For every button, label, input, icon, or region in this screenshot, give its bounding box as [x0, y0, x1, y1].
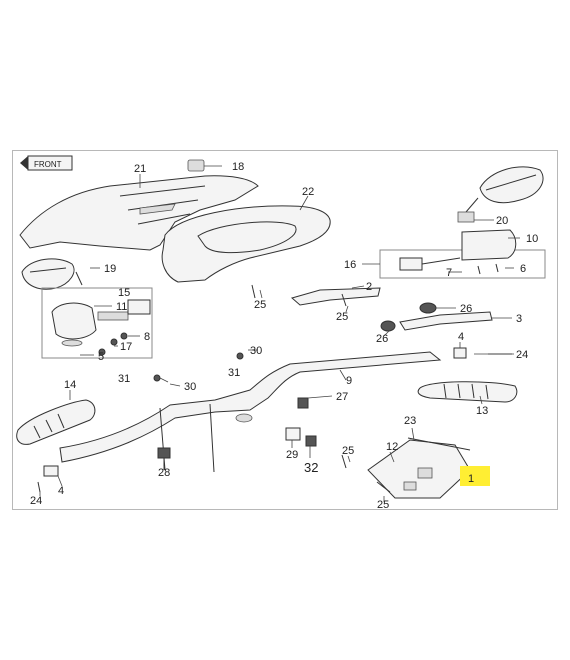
callout-25c: 25: [342, 445, 354, 457]
callout-28: 28: [158, 467, 170, 479]
callouts: 21 18 22 19 20 10 16 7 6 15 11 8 17 5 25…: [30, 161, 538, 511]
callout-20: 20: [496, 215, 508, 227]
callout-26: 26: [460, 303, 472, 315]
part-left-mirror: [21, 258, 83, 290]
callout-13: 13: [476, 405, 488, 417]
callout-9: 9: [346, 375, 352, 387]
callout-12: 12: [386, 441, 398, 453]
callout-30b: 30: [184, 381, 196, 393]
part-mount-bracket: [367, 437, 471, 499]
callout-5: 5: [98, 351, 104, 363]
part-handlebar-cover: [161, 205, 331, 283]
callout-10: 10: [526, 233, 538, 245]
part-brackets: [290, 287, 493, 332]
callout-11: 11: [116, 301, 127, 313]
hardware-bolts: [37, 263, 512, 493]
callout-29: 29: [286, 449, 298, 461]
front-arrow: FRONT: [20, 155, 73, 171]
callout-30a: 30: [250, 345, 262, 357]
callout-4a: 4: [458, 331, 464, 343]
callout-25b: 25: [336, 311, 348, 323]
callout-17: 17: [120, 341, 132, 353]
callout-7: 7: [446, 267, 452, 279]
callout-16: 16: [344, 259, 356, 271]
callout-2: 2: [366, 281, 372, 293]
part-right-mirror: [457, 166, 544, 223]
callout-24a: 24: [516, 349, 528, 361]
callout-26b: 26: [376, 333, 388, 345]
front-label: FRONT: [34, 160, 62, 169]
callout-31b: 31: [118, 373, 130, 385]
callout-6: 6: [520, 263, 526, 275]
callout-14: 14: [64, 379, 76, 391]
part-nut-18: [187, 159, 205, 172]
callout-8: 8: [144, 331, 150, 343]
callout-23: 23: [404, 415, 416, 427]
callout-18: 18: [232, 161, 244, 173]
leader-lines: [39, 165, 520, 502]
part-handlebar: [59, 351, 442, 473]
callout-32: 32: [304, 460, 318, 475]
callout-31a: 31: [228, 367, 240, 379]
diagram-frame: [12, 150, 558, 510]
callout-25a: 25: [254, 299, 266, 311]
part-right-grip: [417, 381, 518, 403]
callout-19: 19: [104, 263, 116, 275]
part-right-switch: [379, 229, 546, 279]
callout-27: 27: [336, 391, 348, 403]
callout-1: 1: [468, 473, 474, 485]
callout-3: 3: [516, 313, 522, 325]
callout-24b: 24: [30, 495, 42, 507]
callout-21: 21: [134, 163, 146, 175]
callout-15: 15: [118, 287, 130, 299]
callout-4b: 4: [58, 485, 64, 497]
callout-25d: 25: [377, 499, 389, 511]
callout-22: 22: [302, 186, 314, 198]
part-left-switch: [41, 287, 153, 359]
highlight-box: [460, 466, 490, 486]
part-left-grip: [16, 399, 96, 445]
